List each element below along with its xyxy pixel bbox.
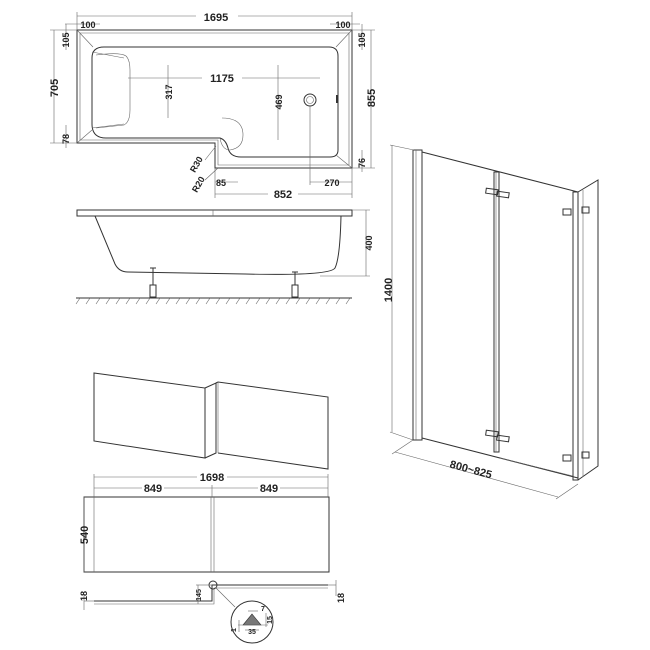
bath-side-elevation: 400 (75, 209, 374, 305)
dim-bottom-right-offset: 76 (357, 158, 367, 168)
wall-bracket (562, 206, 590, 462)
dim-radius-outer: R30 (188, 155, 205, 174)
dim-panel-height: 540 (79, 526, 91, 544)
bath-leg-right (291, 271, 299, 298)
front-panel-plan: 18 18 145 (79, 580, 346, 610)
dim-panel-thickness-right: 18 (336, 593, 346, 603)
floor-hatching (75, 297, 351, 305)
dim-corner-right-y: 105 (357, 32, 367, 47)
dim-bath-height: 400 (364, 235, 374, 250)
bath-leg-left (149, 267, 157, 298)
dim-corner-right-x: 100 (335, 20, 350, 30)
dim-detail-width: 35 (248, 629, 256, 636)
dim-detail-base: 1 (231, 628, 238, 632)
dim-overall-length: 1695 (204, 12, 228, 24)
hinge-bottom (485, 429, 510, 443)
waste-outlet-icon (303, 93, 317, 107)
dim-width-wide: 855 (366, 89, 378, 107)
dim-inner-length: 1175 (210, 73, 234, 85)
dim-screen-height: 1400 (383, 278, 395, 302)
joint-detail-callout: 7 15 35 1 (230, 600, 274, 644)
hinge-top (485, 187, 510, 199)
dim-panel-right-section: 849 (260, 483, 278, 495)
dim-corner-left-x: 100 (80, 20, 95, 30)
dim-corner-left-y: 105 (61, 32, 71, 47)
dim-wide-section-length: 852 (274, 189, 292, 201)
dim-inner-depth-left: 317 (164, 84, 174, 99)
dim-panel-step-depth: 145 (196, 589, 203, 601)
dim-detail-top: 7 (261, 606, 265, 613)
dim-panel-thickness-left: 18 (79, 591, 89, 601)
dim-panel-length: 1698 (200, 472, 224, 484)
dim-bottom-left-offset: 78 (61, 134, 71, 144)
dim-screen-width: 800~825 (448, 459, 493, 482)
bath-plan-view: 1695 100 100 705 105 78 855 105 76 1175 … (49, 11, 378, 201)
dim-width-narrow: 705 (49, 79, 61, 97)
dim-step-offset: 85 (216, 178, 226, 188)
dim-detail-side: 15 (267, 616, 274, 624)
bath-screen-view: 1400 800~825 (383, 144, 599, 500)
front-panel-isometric (93, 372, 329, 470)
dim-inner-depth-right: 469 (274, 94, 284, 109)
dim-waste-offset: 270 (324, 178, 339, 188)
front-panel-elevation: 1698 849 849 540 (79, 471, 330, 573)
dim-panel-left-section: 849 (144, 483, 162, 495)
dim-radius-inner: R20 (190, 175, 207, 194)
